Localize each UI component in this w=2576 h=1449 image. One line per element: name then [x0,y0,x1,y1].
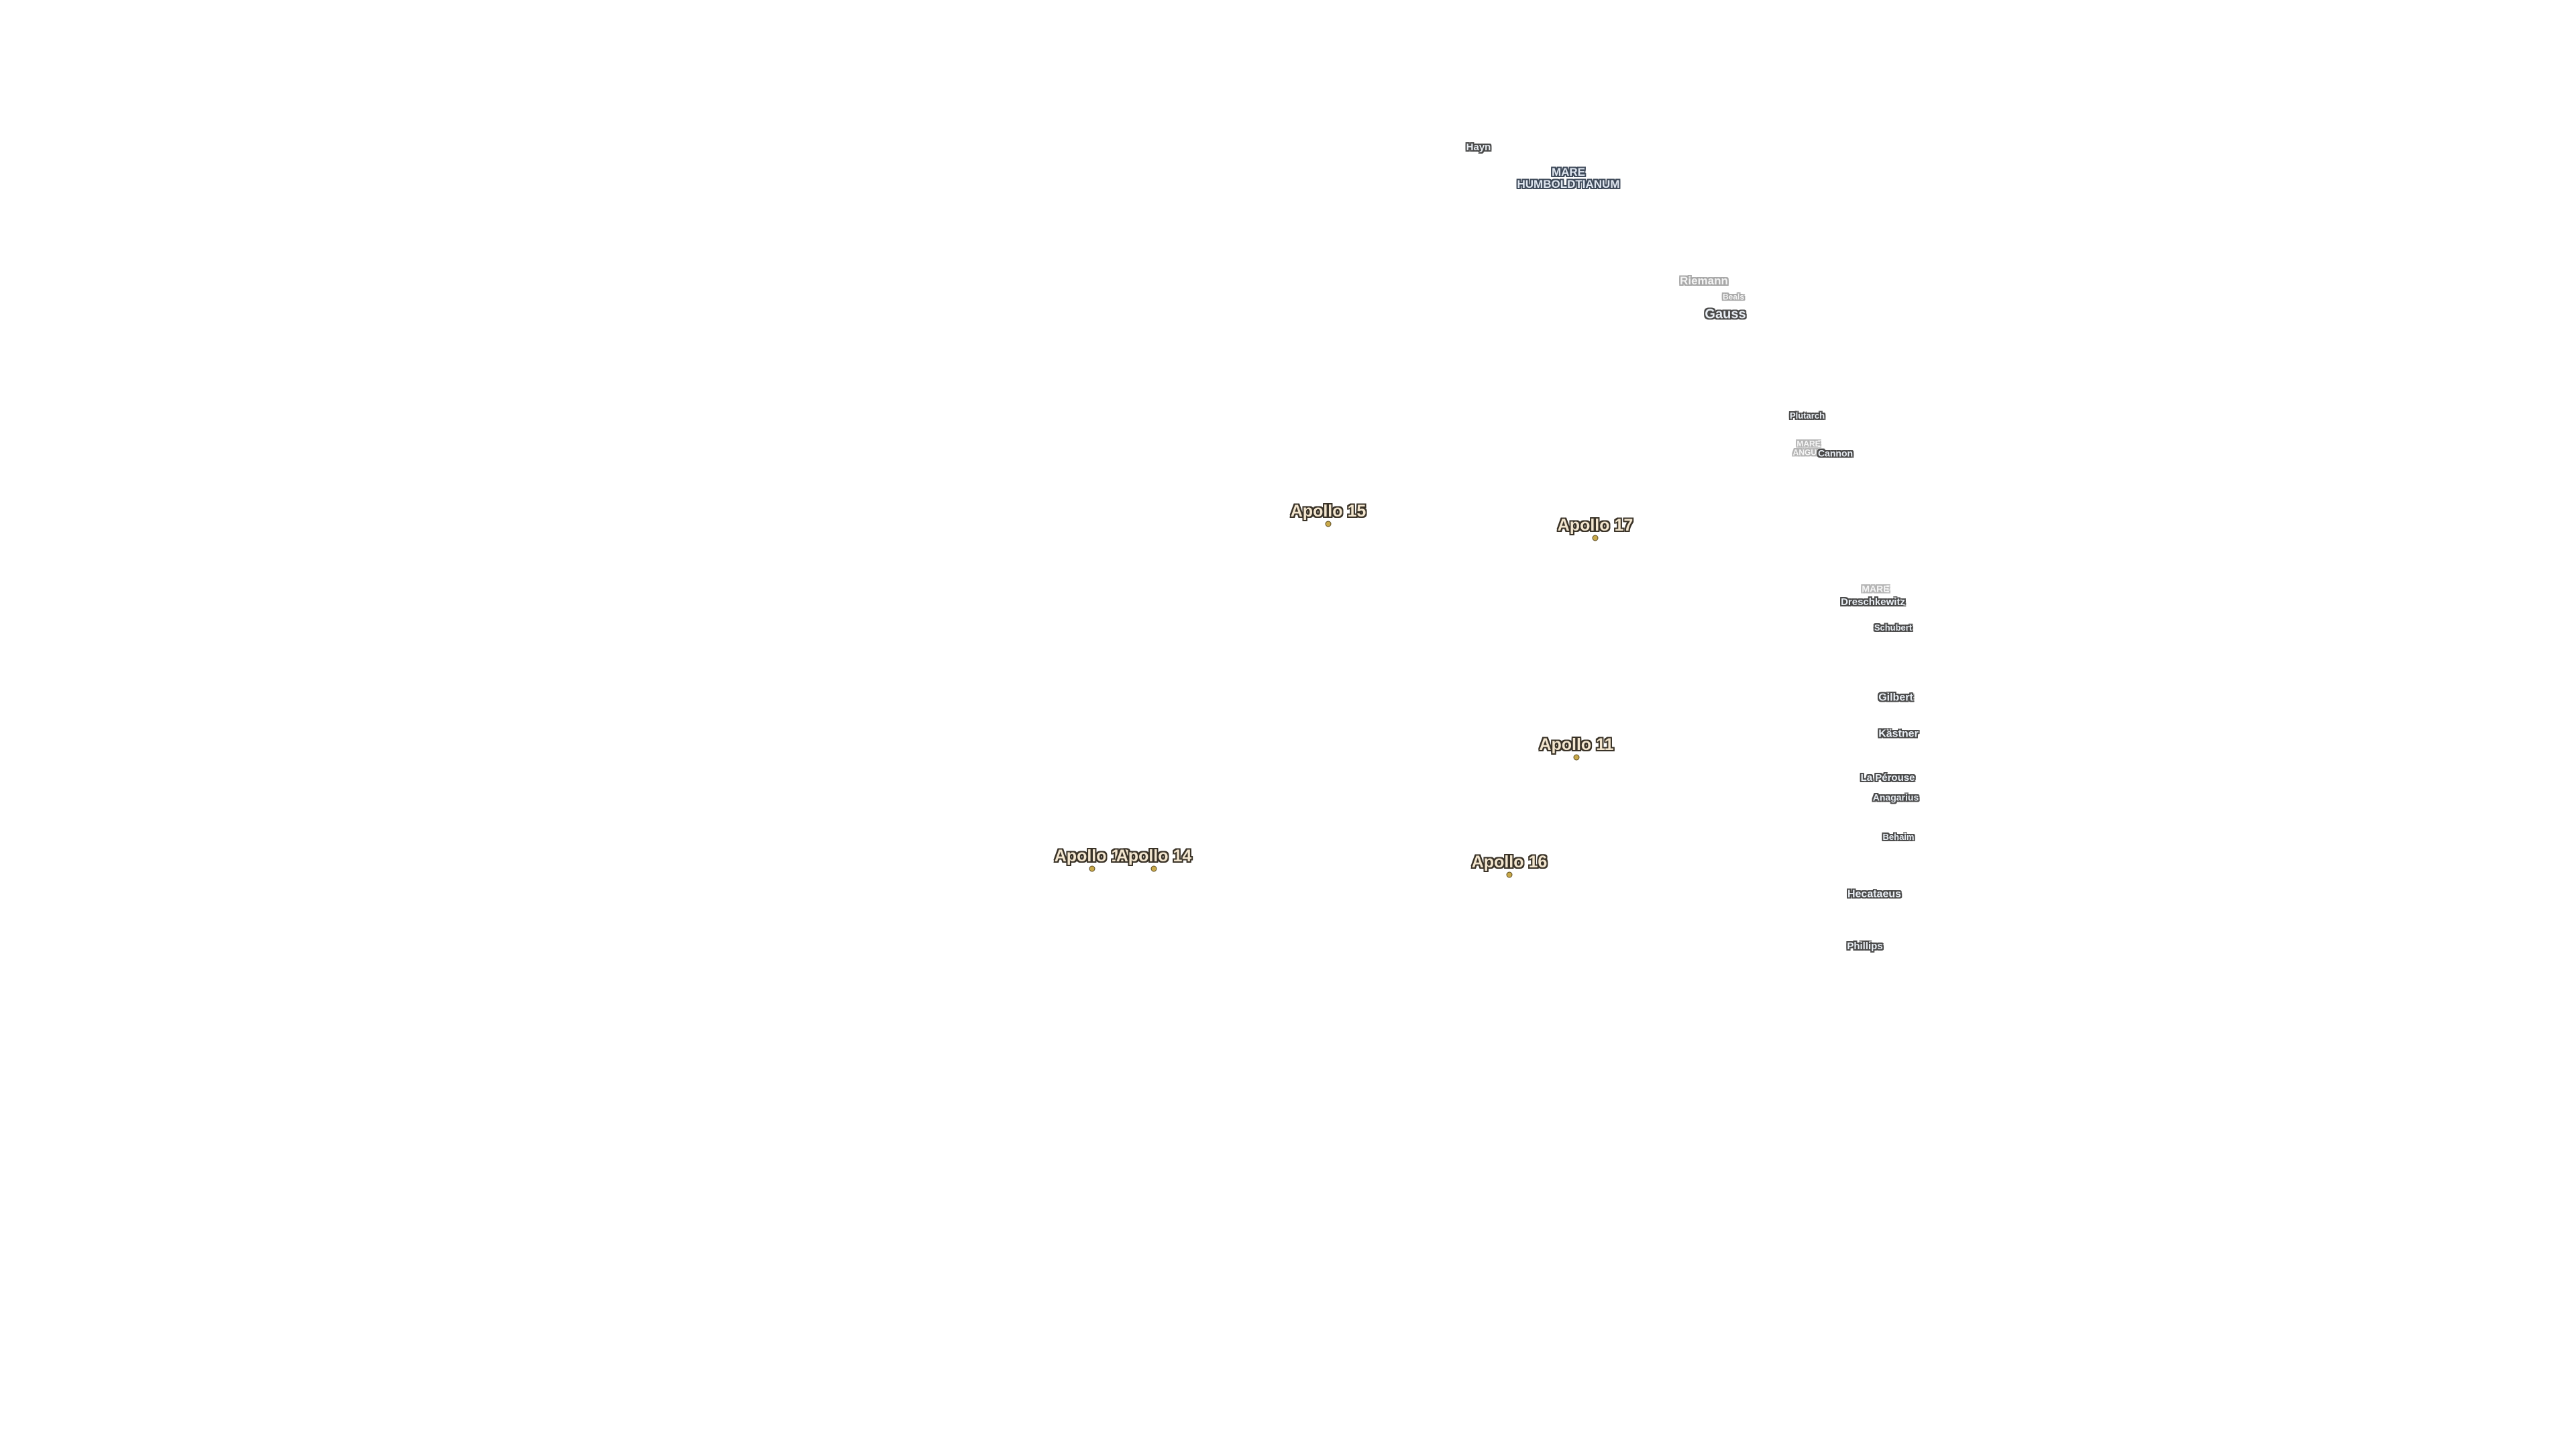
apollo-11-label[interactable]: Apollo 11 [1539,735,1614,754]
apollo-16-site-marker[interactable] [1506,871,1513,878]
crater-kastner-label: Kästner [1878,728,1919,740]
crater-riemann-label: Riemann [1680,274,1728,288]
crater-dreschkewitz-label: Dreschkewitz [1841,596,1905,608]
mare-humboldtianum-label: MARE HUMBOLDTIANUM [1517,166,1620,191]
mare-humboldtianum-line2: HUMBOLDTIANUM [1517,178,1620,191]
crater-phillips-label: Phillips [1847,941,1883,953]
crater-plutarch-label: Plutarch [1789,411,1825,421]
apollo-11-site-marker[interactable] [1573,754,1580,761]
apollo-14-label[interactable]: Apollo 14 [1116,846,1192,865]
apollo-17-label[interactable]: Apollo 17 [1557,515,1633,535]
crater-cannon-label: Cannon [1817,447,1854,459]
apollo-17-site-marker[interactable] [1592,535,1599,541]
apollo-15-label[interactable]: Apollo 15 [1290,501,1366,521]
mare-anguis-label: MARE ANGUIS [1793,439,1825,456]
crater-gilbert-label: Gilbert [1878,692,1913,704]
mare-anguis-line1: MARE [1796,439,1821,449]
mare-lower-faint-label: MARE [1862,583,1890,594]
crater-behaim-label: Behaim [1882,832,1915,843]
apollo-12-site-marker[interactable] [1089,865,1095,872]
apollo-16-label[interactable]: Apollo 16 [1471,852,1548,871]
apollo-14-site-marker[interactable] [1150,865,1157,872]
apollo-12-label[interactable]: Apollo 12 [1054,846,1130,865]
crater-anagarius-label: Anagarius [1872,792,1919,803]
crater-beals-label: Beals [1722,292,1745,302]
mare-humboldtianum-line1: MARE [1551,166,1586,179]
crater-hayn-label: Hayn [1466,142,1491,154]
crater-schubert-label: Schubert [1874,623,1913,633]
crater-gauss-label: Gauss [1705,307,1746,322]
apollo-15-site-marker[interactable] [1325,521,1332,527]
crater-hecataeus-label: Hecataeus [1847,888,1902,900]
mare-anguis-line2: ANGUIS [1792,447,1825,457]
crater-la-perouse-label: La Pérouse [1860,772,1915,784]
